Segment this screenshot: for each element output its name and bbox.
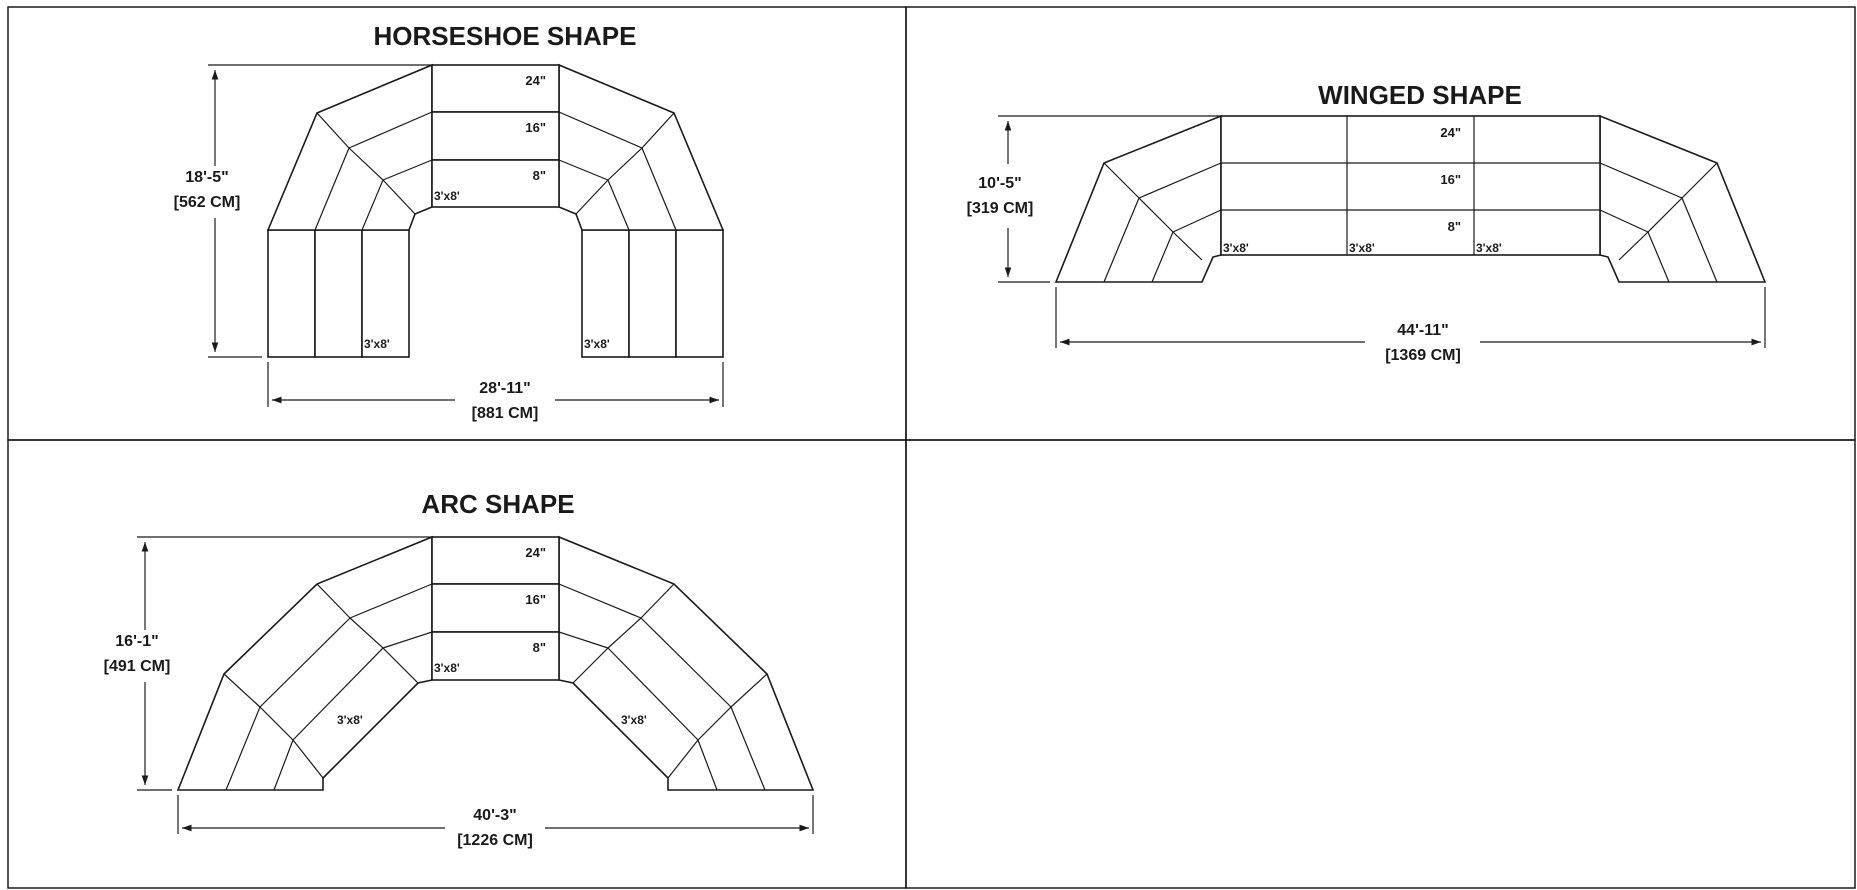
horseshoe-height-dimension [208,64,432,358]
arc-tier-label-8: 8" [533,640,546,655]
horseshoe-center-tier-24 [431,64,560,113]
horseshoe-module-label-center: 3'x8' [434,189,460,203]
panel-grid [7,6,1856,889]
winged-height-dimension [998,115,1221,283]
arc-risers [176,535,815,791]
horseshoe-height-imperial: 18'-5" [185,169,228,186]
winged-tier-label-8: 8" [1448,219,1461,234]
arc-center-tier-24 [431,536,560,585]
arc-width-dimension [177,795,814,834]
winged-tier-label-24: 24" [1440,125,1461,140]
winged-height-metric: [319 CM] [967,200,1034,217]
horseshoe-tier-label-24: 24" [525,73,546,88]
panel-empty-frame [905,439,1856,889]
horseshoe-right-column-outer [675,229,724,358]
arc-module-label-center: 3'x8' [434,661,460,675]
winged-title: WINGED SHAPE [1318,80,1522,110]
arc-tier-label-16: 16" [525,592,546,607]
horseshoe-height-metric: [562 CM] [174,194,241,211]
horseshoe-tier-label-8: 8" [533,168,546,183]
horseshoe-tier-label-16: 16" [525,120,546,135]
horseshoe-title: HORSESHOE SHAPE [374,21,637,51]
horseshoe-module-label-left: 3'x8' [364,337,390,351]
arc-left-curve [176,535,433,791]
arc-width-imperial: 40'-3" [473,807,516,824]
arc-height-metric: [491 CM] [104,658,171,675]
horseshoe-module-label-right: 3'x8' [584,337,610,351]
winged-module-label-2: 3'x8' [1349,241,1375,255]
horseshoe-center-tier-16 [431,111,560,161]
arc-panel: ARC SHAPE [104,489,815,849]
winged-panel: WINGED SHAPE 24" [967,80,1767,364]
horseshoe-width-metric: [881 CM] [472,405,539,422]
arc-module-label-right: 3'x8' [621,713,647,727]
arc-center-tier-8 [431,631,560,681]
horseshoe-panel: HORSESHOE SHAPE [174,21,725,422]
arc-right-curve [558,535,815,791]
arc-module-label-left: 3'x8' [337,713,363,727]
arc-height-imperial: 16'-1" [115,633,158,650]
horseshoe-right-column-middle [628,229,677,358]
winged-width-imperial: 44'-11" [1397,322,1448,339]
winged-module-label-3: 3'x8' [1476,241,1502,255]
horseshoe-left-column-inner [361,229,410,358]
winged-module-label-1: 3'x8' [1223,241,1249,255]
winged-width-dimension [1055,287,1766,348]
horseshoe-left-column-outer [267,229,316,358]
horseshoe-width-imperial: 28'-11" [479,380,530,397]
arc-height-dimension [137,536,432,791]
horseshoe-risers [266,63,725,358]
arc-tier-label-24: 24" [525,545,546,560]
horseshoe-left-column-middle [314,229,363,358]
winged-height-imperial: 10'-5" [978,175,1021,192]
winged-tier-label-16: 16" [1440,172,1461,187]
horseshoe-width-dimension [267,362,724,407]
arc-center-tier-16 [431,583,560,633]
winged-width-metric: [1369 CM] [1385,347,1461,364]
horseshoe-center-tier-8 [431,159,560,208]
arc-title: ARC SHAPE [421,489,574,519]
winged-center-block [1220,115,1601,256]
arc-width-metric: [1226 CM] [457,832,533,849]
winged-risers [1054,114,1767,283]
